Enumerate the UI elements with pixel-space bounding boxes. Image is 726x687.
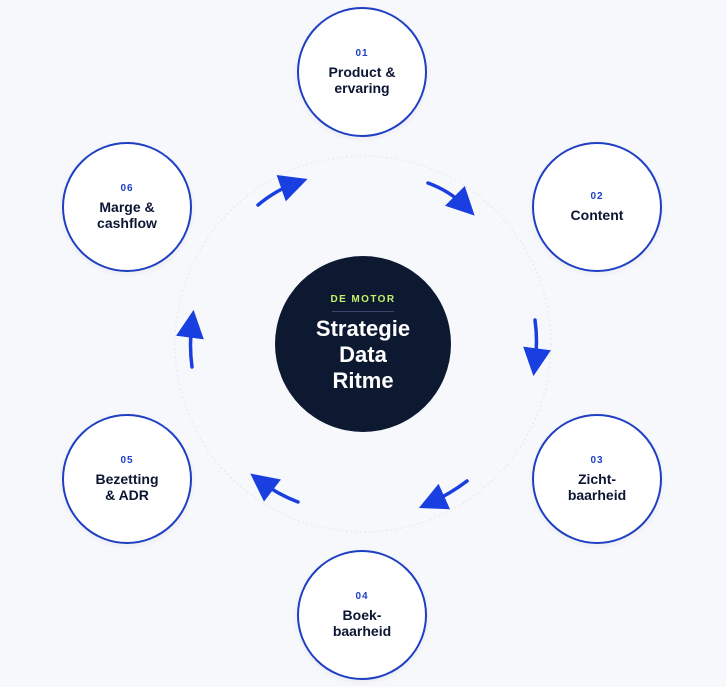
node-03-zichtbaarheid: 03 Zicht- baarheid bbox=[532, 414, 662, 544]
node-number: 01 bbox=[355, 48, 369, 59]
node-number: 06 bbox=[120, 183, 134, 194]
node-number: 02 bbox=[590, 191, 604, 202]
arrow-05-to-06 bbox=[176, 309, 204, 369]
node-label: Product & ervaring bbox=[328, 64, 396, 96]
node-06-marge-cashflow: 06 Marge & cashflow bbox=[62, 142, 192, 272]
arrow-06-to-01 bbox=[256, 174, 308, 207]
node-number: 05 bbox=[120, 455, 134, 466]
center-motor: DE MOTOR Strategie Data Ritme bbox=[275, 256, 451, 432]
arrow-02-to-03 bbox=[523, 318, 551, 377]
arrow-01-to-02 bbox=[426, 181, 475, 216]
center-title: Strategie Data Ritme bbox=[315, 316, 411, 393]
node-01-product-ervaring: 01 Product & ervaring bbox=[297, 7, 427, 137]
arrow-03-to-04 bbox=[418, 479, 469, 510]
orbit-ring bbox=[174, 155, 552, 533]
center-tag: DE MOTOR bbox=[330, 294, 396, 305]
arrow-04-to-05 bbox=[250, 473, 300, 504]
node-05-bezetting-adr: 05 Bezetting & ADR bbox=[62, 414, 192, 544]
node-label: Content bbox=[570, 207, 624, 223]
node-label: Zicht- baarheid bbox=[567, 471, 627, 503]
node-label: Boek- baarheid bbox=[332, 607, 392, 639]
center-divider bbox=[332, 311, 394, 312]
node-label: Marge & cashflow bbox=[97, 199, 157, 231]
node-number: 04 bbox=[355, 591, 369, 602]
node-04-boekbaarheid: 04 Boek- baarheid bbox=[297, 550, 427, 680]
node-number: 03 bbox=[590, 455, 604, 466]
node-label: Bezetting & ADR bbox=[95, 471, 159, 503]
node-02-content: 02 Content bbox=[532, 142, 662, 272]
